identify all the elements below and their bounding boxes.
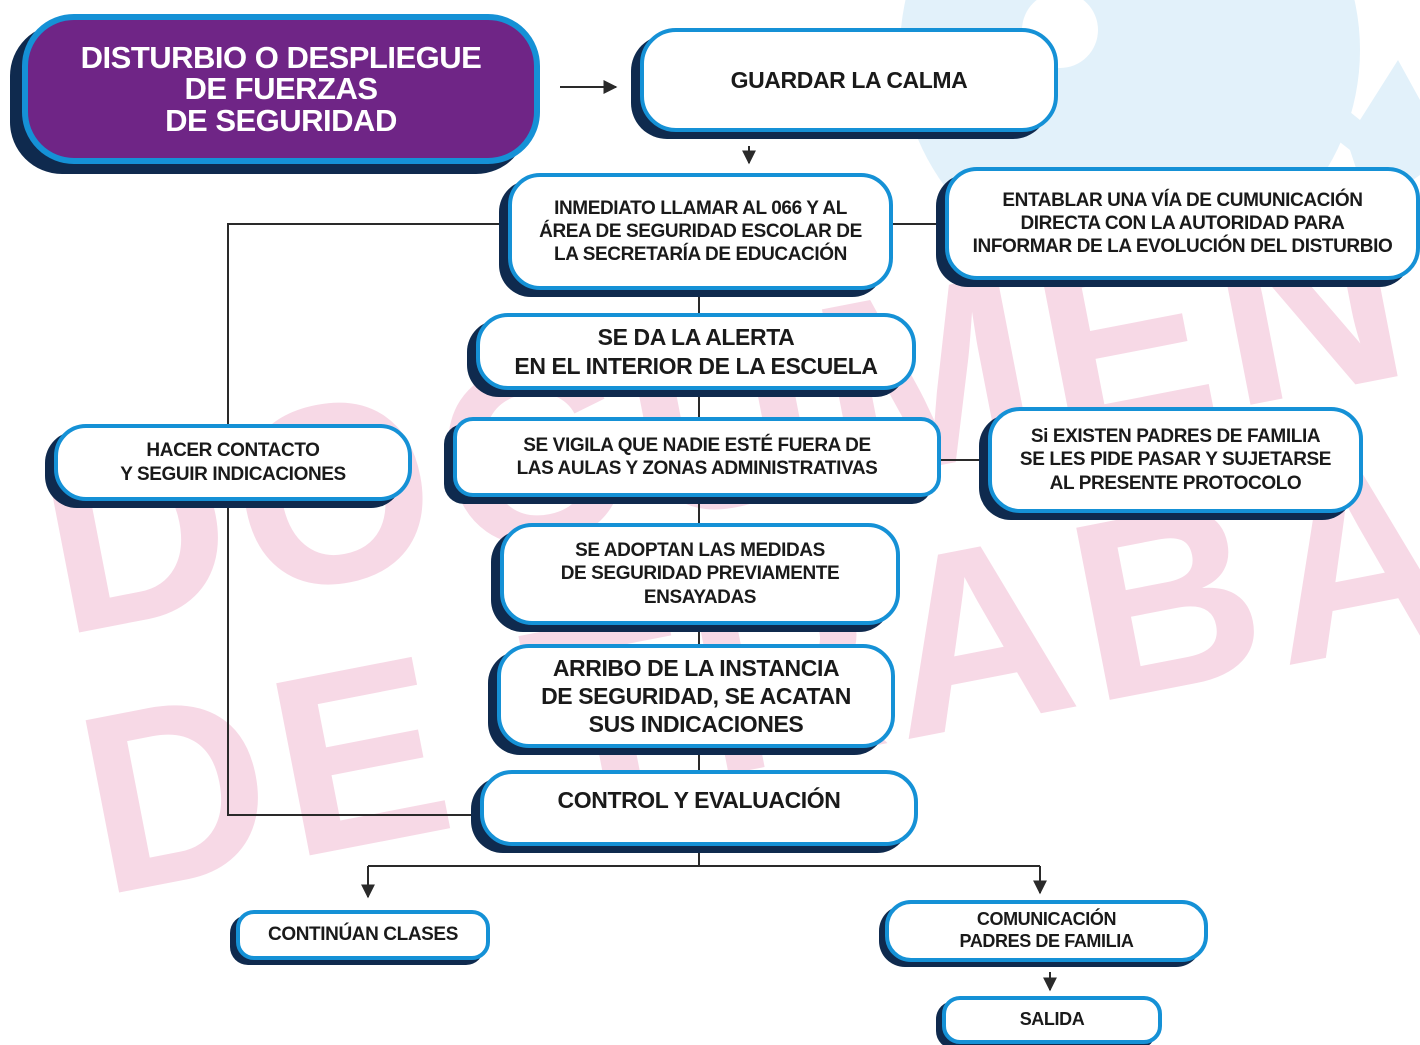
step-dar-alerta: SE DA LA ALERTA EN EL INTERIOR DE LA ESC… bbox=[476, 313, 916, 390]
step-vigilar-aulas: SE VIGILA QUE NADIE ESTÉ FUERA DE LAS AU… bbox=[453, 417, 941, 497]
title-box: DISTURBIO O DESPLIEGUE DE FUERZAS DE SEG… bbox=[22, 14, 540, 164]
step-arribo-instancia: ARRIBO DE LA INSTANCIA DE SEGURIDAD, SE … bbox=[497, 644, 895, 748]
step-guardar-calma-text: GUARDAR LA CALMA bbox=[730, 66, 968, 93]
connector-contacto-to-control bbox=[227, 501, 480, 816]
title-text: DISTURBIO O DESPLIEGUE DE FUERZAS DE SEG… bbox=[80, 39, 482, 138]
step-entablar-comunicacion-text: ENTABLAR UNA VÍA DE CUMUNICACIÓN DIRECTA… bbox=[972, 189, 1393, 258]
outcome-continuan-clases: CONTINÚAN CLASES bbox=[236, 910, 490, 960]
outcome-salida: SALIDA bbox=[942, 996, 1162, 1044]
step-arribo-instancia-text: ARRIBO DE LA INSTANCIA DE SEGURIDAD, SE … bbox=[541, 654, 851, 738]
step-hacer-contacto-text: HACER CONTACTO Y SEGUIR INDICACIONES bbox=[120, 440, 346, 485]
step-vigilar-aulas-text: SE VIGILA QUE NADIE ESTÉ FUERA DE LAS AU… bbox=[516, 434, 878, 479]
outcome-comunicacion-padres: COMUNICACIÓN PADRES DE FAMILIA bbox=[885, 900, 1208, 962]
outcome-continuan-clases-text: CONTINÚAN CLASES bbox=[268, 924, 458, 946]
step-control-evaluacion: CONTROL Y EVALUACIÓN bbox=[480, 770, 918, 846]
step-llamar-066-text: INMEDIATO LLAMAR AL 066 Y AL ÁREA DE SEG… bbox=[539, 197, 862, 266]
outcome-comunicacion-padres-text: COMUNICACIÓN PADRES DE FAMILIA bbox=[959, 909, 1134, 951]
step-dar-alerta-text: SE DA LA ALERTA EN EL INTERIOR DE LA ESC… bbox=[514, 324, 878, 379]
step-adoptar-medidas-text: SE ADOPTAN LAS MEDIDAS DE SEGURIDAD PREV… bbox=[560, 540, 840, 608]
step-hacer-contacto: HACER CONTACTO Y SEGUIR INDICACIONES bbox=[54, 424, 412, 501]
step-guardar-calma: GUARDAR LA CALMA bbox=[640, 28, 1058, 132]
connector-llamar-to-contacto bbox=[227, 223, 508, 424]
step-adoptar-medidas: SE ADOPTAN LAS MEDIDAS DE SEGURIDAD PREV… bbox=[500, 523, 900, 625]
step-padres-familia-protocolo-text: Si EXISTEN PADRES DE FAMILIA SE LES PIDE… bbox=[1019, 426, 1332, 494]
step-entablar-comunicacion: ENTABLAR UNA VÍA DE CUMUNICACIÓN DIRECTA… bbox=[945, 167, 1420, 280]
step-control-evaluacion-text: CONTROL Y EVALUACIÓN bbox=[557, 787, 841, 813]
step-llamar-066: INMEDIATO LLAMAR AL 066 Y AL ÁREA DE SEG… bbox=[508, 173, 893, 290]
step-padres-familia-protocolo: Si EXISTEN PADRES DE FAMILIA SE LES PIDE… bbox=[988, 407, 1363, 513]
outcome-salida-text: SALIDA bbox=[1019, 1009, 1085, 1030]
